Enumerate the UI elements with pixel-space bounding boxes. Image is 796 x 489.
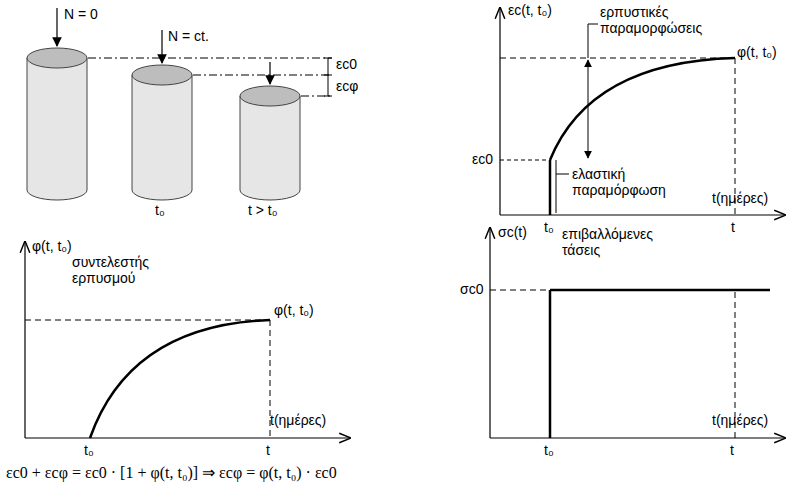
- tick-label: t: [266, 442, 270, 458]
- level-lines: [88, 58, 332, 96]
- creep-coefficient-graph: [25, 242, 350, 438]
- stress-graph: [490, 228, 785, 438]
- axis-label: εc(t, t₀): [508, 2, 552, 18]
- tick-label: t₀: [84, 442, 94, 458]
- strain-graph: [500, 8, 785, 215]
- value-label: σc0: [460, 281, 483, 297]
- strain-label: εcφ: [336, 78, 358, 94]
- annotation: ερπυστικές παραμορφώσεις: [600, 4, 715, 36]
- tick-label: t₀: [544, 442, 554, 458]
- load-label: N = ct.: [168, 28, 209, 44]
- tick-label: t: [730, 442, 734, 458]
- value-label: φ(t, t₀): [737, 44, 777, 60]
- time-label: t₀: [155, 202, 165, 218]
- axis-label: t(ημέρες): [270, 412, 326, 428]
- axis-label: σc(t): [498, 224, 527, 240]
- tick-label: t₀: [544, 219, 554, 235]
- time-label: t > t₀: [248, 202, 278, 218]
- axis-label: φ(t, t₀): [32, 238, 72, 254]
- annotation: ελαστική παραμόρφωση: [572, 166, 687, 198]
- strain-label: εc0: [336, 56, 357, 72]
- concrete-cylinders: [27, 48, 300, 200]
- annotation: συντελεστής ερπυσμού: [72, 254, 182, 286]
- load-label: N = 0: [64, 6, 98, 22]
- value-label: εc0: [472, 151, 493, 167]
- axis-label: t(ημέρες): [712, 412, 768, 428]
- axis-label: t(ημέρες): [712, 190, 768, 206]
- value-label: φ(t, t₀): [274, 302, 314, 318]
- tick-label: t: [731, 219, 735, 235]
- dimension-marks: [324, 58, 332, 96]
- annotation: επιβαλλόμενες τάσεις: [562, 226, 687, 258]
- formula: εc0 + εcφ = εc0 · [1 + φ(t, t₀)] ⇒ εcφ =…: [6, 464, 337, 482]
